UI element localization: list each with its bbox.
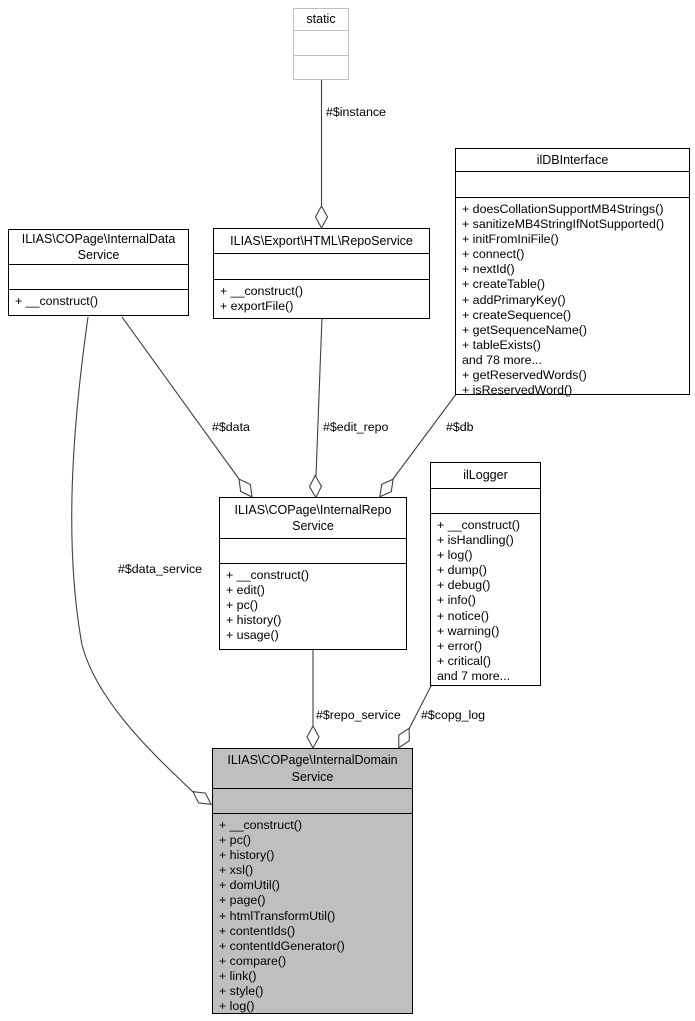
edge-data-line bbox=[121, 316, 240, 480]
class-node-repo-service[interactable]: ILIAS\Export\HTML\RepoService + __constr… bbox=[213, 228, 430, 319]
member-item: + history() bbox=[219, 848, 275, 863]
member-item: + page() bbox=[219, 893, 266, 908]
member-item: + log() bbox=[219, 999, 255, 1014]
aggregation-diamond-edit-repo bbox=[308, 474, 323, 499]
member-item: and 7 more... bbox=[437, 668, 511, 683]
edge-label-edit-repo: #$edit_repo bbox=[323, 420, 389, 434]
member-item: + __construct() bbox=[226, 568, 309, 582]
member-item: + getSequenceName() bbox=[462, 322, 588, 337]
member-item: + addPrimaryKey() bbox=[462, 292, 566, 307]
edge-copg-log-line bbox=[408, 683, 433, 730]
member-item: + style() bbox=[219, 984, 264, 999]
class-title: ILIAS\COPage\InternalData Service bbox=[21, 231, 176, 262]
edge-edit-repo-line bbox=[315, 316, 323, 477]
class-attributes bbox=[213, 788, 412, 813]
class-members: + __construct()+ exportFile() bbox=[214, 279, 429, 318]
class-node-internal-domain-service: ILIAS\COPage\InternalDomain Service + __… bbox=[212, 748, 413, 1014]
class-members: + __construct()+ isHandling()+ log()+ du… bbox=[431, 513, 540, 685]
member-item: + __construct() bbox=[219, 818, 302, 832]
class-title: ILIAS\COPage\InternalRepo Service bbox=[234, 502, 392, 533]
member-item: + createTable() bbox=[462, 277, 545, 292]
aggregation-diamond-repo-service bbox=[306, 724, 320, 750]
member-item: + getReservedWords() bbox=[462, 368, 587, 383]
member-item: + __construct() bbox=[437, 518, 520, 532]
member-item: + initFromIniFile() bbox=[462, 232, 559, 247]
class-title: ILIAS\Export\HTML\RepoService bbox=[230, 233, 413, 248]
member-item: + doesCollationSupportMB4Strings() bbox=[462, 202, 664, 216]
class-node-internal-repo-service[interactable]: ILIAS\COPage\InternalRepo Service + __co… bbox=[219, 497, 407, 650]
member-item: + info() bbox=[437, 593, 476, 608]
edge-data-service-curve bbox=[71, 316, 194, 793]
member-item: + sanitizeMB4StringIfNotSupported() bbox=[462, 217, 665, 232]
member-item: + history() bbox=[226, 613, 282, 628]
edge-label-db: #$db bbox=[446, 420, 474, 434]
member-item: + debug() bbox=[437, 578, 491, 593]
edge-db-line bbox=[392, 392, 458, 480]
class-attributes bbox=[431, 488, 540, 513]
class-node-static[interactable]: static bbox=[293, 8, 349, 80]
member-item: + createSequence() bbox=[462, 307, 572, 322]
class-attributes bbox=[456, 171, 689, 197]
aggregation-diamond-data-service bbox=[192, 791, 212, 805]
class-node-ildbinterface[interactable]: ilDBInterface + doesCollationSupportMB4S… bbox=[455, 148, 690, 397]
member-item: + exportFile() bbox=[220, 299, 294, 314]
member-item: + __construct() bbox=[15, 294, 98, 308]
member-item: + contentIdGenerator() bbox=[219, 938, 345, 953]
edge-label-instance: #$instance bbox=[326, 105, 386, 119]
member-item: + edit() bbox=[226, 583, 265, 598]
member-item: + error() bbox=[437, 638, 483, 653]
member-item: + usage() bbox=[226, 628, 279, 643]
class-members: + __construct()+ edit()+ pc()+ history()… bbox=[220, 563, 406, 649]
member-item: + nextId() bbox=[462, 262, 515, 277]
member-item: + link() bbox=[219, 968, 257, 983]
class-members: + __construct()+ pc()+ history()+ xsl()+… bbox=[213, 813, 412, 1013]
class-title: ilDBInterface bbox=[536, 152, 609, 167]
class-attributes bbox=[9, 264, 188, 289]
member-item: + connect() bbox=[462, 247, 525, 262]
class-attributes bbox=[214, 253, 429, 279]
member-item: + pc() bbox=[219, 833, 252, 848]
member-item: + domUtil() bbox=[219, 878, 280, 893]
member-item: + notice() bbox=[437, 608, 489, 623]
member-item: + warning() bbox=[437, 623, 500, 638]
class-title: ILIAS\COPage\InternalDomain Service bbox=[227, 753, 398, 784]
class-members: + __construct() bbox=[9, 289, 188, 315]
aggregation-diamond-copg-log bbox=[398, 727, 410, 749]
aggregation-diamond-db bbox=[379, 478, 394, 498]
member-item: + tableExists() bbox=[462, 337, 541, 352]
class-members bbox=[294, 55, 348, 79]
edge-label-copg-log: #$copg_log bbox=[421, 708, 486, 722]
member-item: + __construct() bbox=[220, 284, 303, 298]
member-item: + compare() bbox=[219, 953, 287, 968]
class-attributes bbox=[220, 538, 406, 563]
aggregation-diamond-data bbox=[238, 478, 253, 498]
edge-label-data-service: #$data_service bbox=[118, 562, 203, 576]
class-members: + doesCollationSupportMB4Strings()+ sani… bbox=[456, 197, 689, 397]
member-item: + log() bbox=[437, 548, 473, 563]
class-title: ilLogger bbox=[463, 468, 508, 483]
member-item: + isReservedWord() bbox=[462, 383, 573, 398]
class-node-illogger[interactable]: ilLogger + __construct()+ isHandling()+ … bbox=[430, 462, 541, 686]
aggregation-diamond-instance bbox=[314, 204, 329, 230]
member-item: + xsl() bbox=[219, 863, 254, 878]
member-item: + htmlTransformUtil() bbox=[219, 908, 336, 923]
member-item: and 78 more... bbox=[462, 352, 542, 367]
member-item: + critical() bbox=[437, 653, 492, 668]
edge-label-data: #$data bbox=[212, 420, 250, 434]
member-item: + dump() bbox=[437, 563, 487, 578]
member-item: + pc() bbox=[226, 598, 259, 613]
class-title: static bbox=[306, 12, 336, 27]
edge-label-repo-service: #$repo_service bbox=[316, 708, 401, 722]
class-node-internal-data-service[interactable]: ILIAS\COPage\InternalData Service + __co… bbox=[8, 229, 189, 316]
member-item: + contentIds() bbox=[219, 923, 296, 938]
member-item: + isHandling() bbox=[437, 533, 514, 548]
class-attributes bbox=[294, 30, 348, 55]
